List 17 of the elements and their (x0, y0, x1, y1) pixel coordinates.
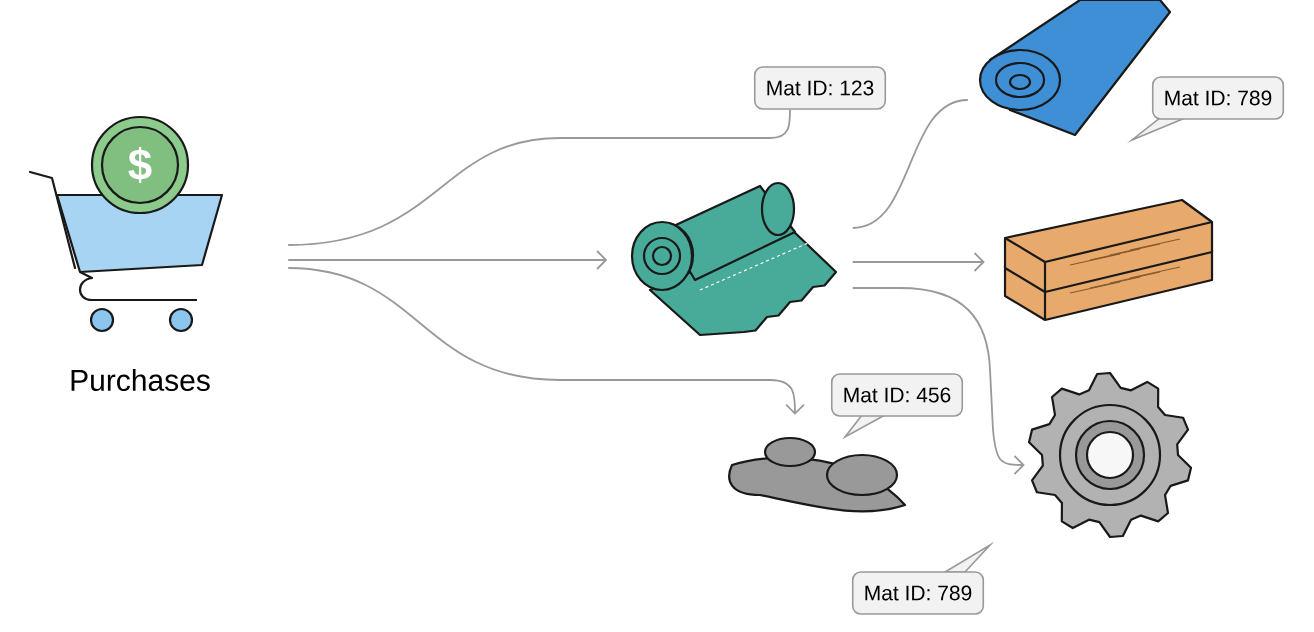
metal-lump-drawing (728, 436, 907, 513)
node-label: Purchases (71, 368, 210, 392)
wooden-planks-drawing (1003, 198, 1214, 322)
connector-line (851, 99, 969, 229)
arrow (851, 287, 1025, 475)
speech-bubble: Mat ID: 456 (830, 373, 964, 440)
connector-line (287, 108, 791, 246)
arrow (287, 267, 805, 415)
speech-bubble: Mat ID: 789 (1126, 76, 1285, 143)
shopping-cart-drawing: Purchases $ (28, 115, 224, 391)
fabric-roll-drawing (630, 181, 838, 337)
speech-bubble: Mat ID: 789 (851, 541, 995, 615)
label: $ (128, 147, 152, 183)
speech-bubble: Mat ID: 123 (753, 66, 887, 110)
gear-drawing (1027, 371, 1193, 539)
arrow (287, 250, 608, 270)
arrow (851, 252, 985, 272)
